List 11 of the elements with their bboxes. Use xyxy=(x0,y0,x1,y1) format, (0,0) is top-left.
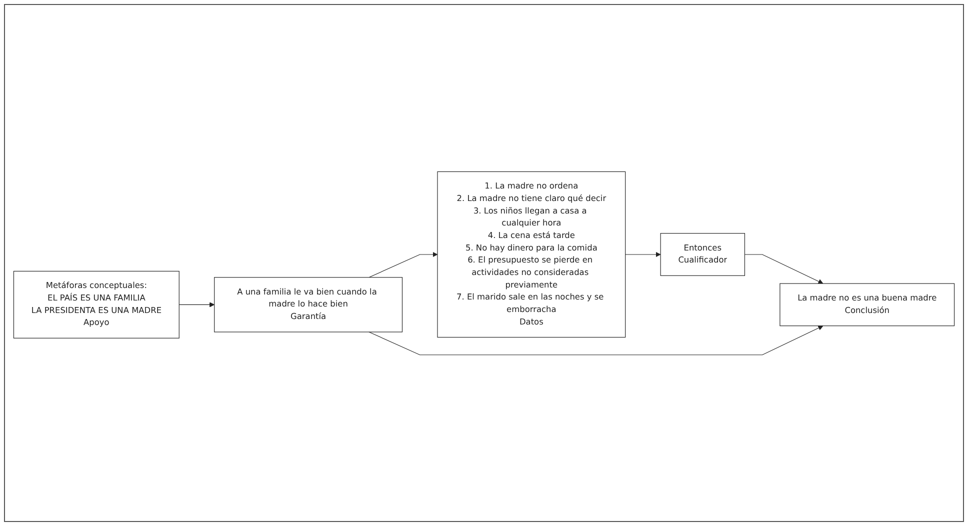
node-box xyxy=(13,270,180,338)
arrow xyxy=(744,254,824,284)
node-box xyxy=(780,282,955,326)
node-box xyxy=(660,232,746,276)
arrow xyxy=(368,252,438,278)
frame-border: 1. La madre no ordena 2. La madre no tiene claro qué decir 3. Los niños llegan a casa a cualquier hora 4. La cena está tarde 5. No hay dinero para la comida 6. El presupuesto se pierde en actividades no consideradas previamente 7. El marido sale en las noches y se emborracha Datos Entonces Cualificador La madre no es una buena madre Conclusión A una familia le va bien cuando la madre lo hace bien Garantía Metáforas conceptuales: EL PAÍS ES UNA FAMILIA LA PRESIDENTA ES UNA MADRE Apoyo xyxy=(4,4,964,522)
arrow xyxy=(368,325,824,355)
node-box xyxy=(437,171,626,338)
arrow xyxy=(625,252,661,257)
arrow xyxy=(178,302,215,307)
node-box xyxy=(214,276,403,332)
